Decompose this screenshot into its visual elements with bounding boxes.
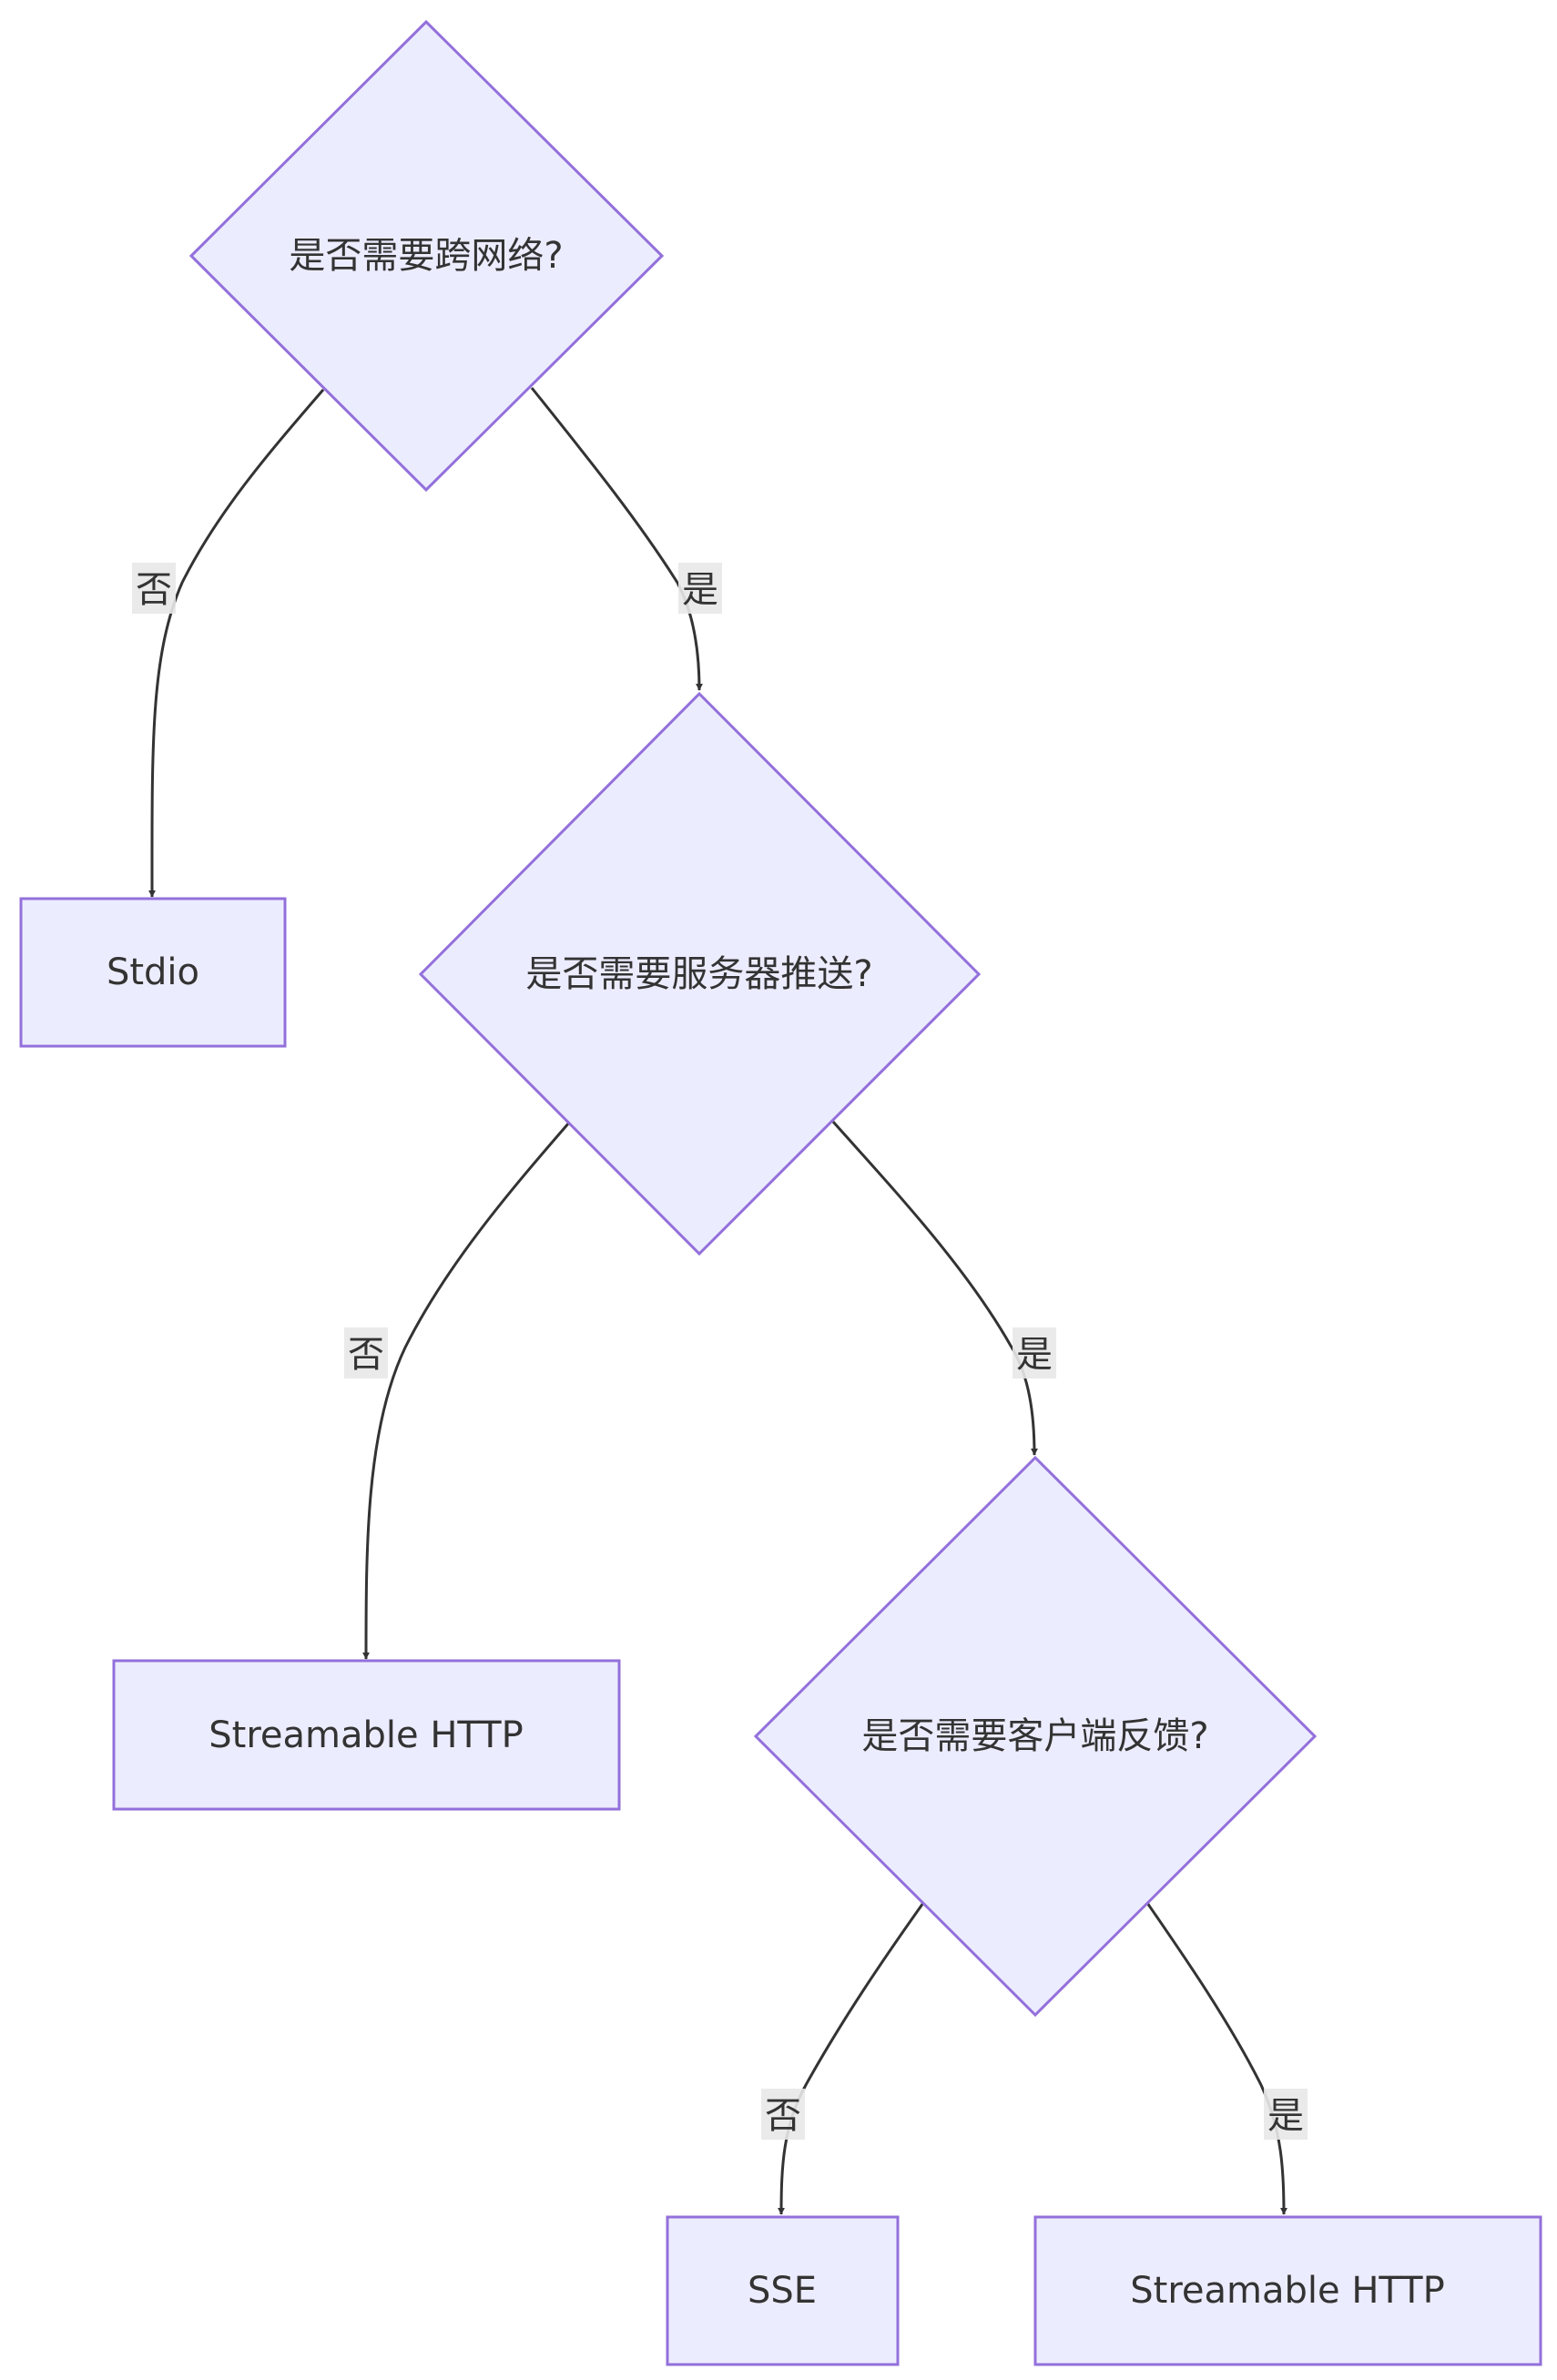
decision-node-client-feedback: 是否需要客户端反馈? xyxy=(753,1455,1318,2018)
node-label: Streamable HTTP xyxy=(1130,2270,1444,2312)
edge-network-to-push xyxy=(530,387,703,691)
edge-label-push-yes: 是 xyxy=(1013,1327,1056,1378)
process-node-sse: SSE xyxy=(666,2215,900,2366)
node-label: 是否需要跨网络? xyxy=(289,235,563,277)
edge-push-to-feedback xyxy=(831,1121,1038,1456)
edge-label-text: 否 xyxy=(136,569,172,611)
edge-label-feedback-yes: 是 xyxy=(1264,2089,1308,2140)
edge-label-text: 是 xyxy=(1016,1334,1053,1376)
edge-network-to-stdio xyxy=(148,389,325,898)
nodes: 是否需要跨网络? Stdio 是否需要服务器推送? Streamable HTT… xyxy=(19,19,1542,2366)
edge-label-text: 否 xyxy=(348,1334,384,1376)
edge-label-network-yes: 是 xyxy=(678,563,722,614)
node-label: SSE xyxy=(748,2270,817,2312)
process-node-stdio: Stdio xyxy=(19,897,287,1048)
node-label: 是否需要服务器推送? xyxy=(525,953,872,995)
process-node-streamable-http-1: Streamable HTTP xyxy=(112,1659,621,1811)
node-label: 是否需要客户端反馈? xyxy=(861,1715,1208,1757)
edge-label-text: 是 xyxy=(682,569,718,611)
process-node-streamable-http-2: Streamable HTTP xyxy=(1033,2215,1542,2366)
edge-label-network-no: 否 xyxy=(132,563,176,614)
edge-label-feedback-no: 否 xyxy=(761,2089,805,2140)
edges xyxy=(148,387,1287,2215)
edge-push-to-http xyxy=(362,1122,571,1660)
decision-node-server-push: 是否需要服务器推送? xyxy=(418,691,982,1256)
edge-feedback-to-sse xyxy=(778,1902,925,2215)
node-label: Stdio xyxy=(107,951,199,993)
edge-label-text: 是 xyxy=(1267,2095,1304,2137)
edge-label-text: 否 xyxy=(765,2095,801,2137)
edge-label-push-no: 否 xyxy=(344,1327,388,1378)
node-label: Streamable HTTP xyxy=(209,1714,523,1756)
edge-labels: 否 是 否 是 否 是 xyxy=(132,563,1308,2140)
decision-node-cross-network: 是否需要跨网络? xyxy=(188,19,665,493)
edge-feedback-to-http xyxy=(1145,1902,1287,2215)
